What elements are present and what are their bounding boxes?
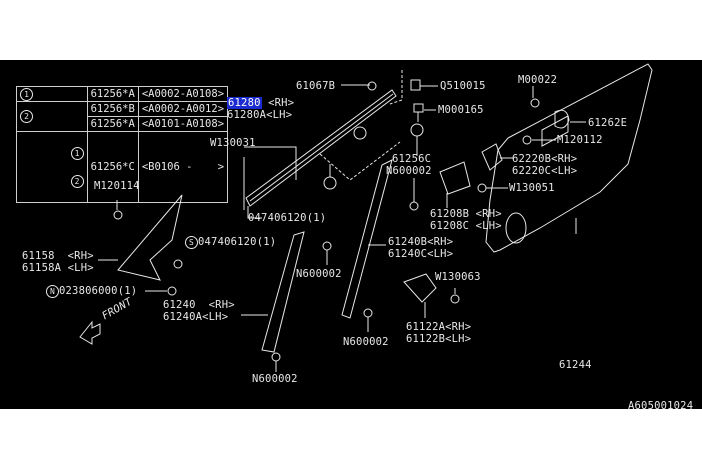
callout-marker: 1 [70,147,84,160]
part-label-61240b[interactable]: 61240B<RH> [388,236,454,248]
range-cell: <B0106 - > [137,131,229,203]
holder-61256c[interactable] [410,123,424,137]
part-label-61262e[interactable]: 61262E [588,117,628,129]
nut-n600002[interactable] [409,201,419,211]
front-arrow-icon [79,320,101,345]
dashed-guide [389,70,403,105]
part-label-n600002[interactable]: N600002 [296,268,342,280]
callout-2 [353,126,367,140]
part-label-61208c[interactable]: 61208C <LH> [430,220,502,232]
nut-n600002[interactable] [322,241,332,251]
part-label-61244[interactable]: 61244 [559,359,592,371]
screw-m00022[interactable] [530,98,540,108]
trim-opening [541,115,569,147]
s-marker: S [185,236,198,249]
part-label-62220c[interactable]: 62220C<LH> [512,165,578,177]
bracket-61158[interactable] [117,194,183,281]
applicability-table: 1 61256*A <A0002-A0108> 2 61256*B <A0002… [16,86,229,203]
part-label-61067b[interactable]: 61067B [296,80,336,92]
bolt-q510015[interactable] [410,79,421,91]
bracket-61208[interactable] [439,161,471,195]
bolt-m000165[interactable] [413,103,424,113]
part-label-61240[interactable]: 61240 <RH> [163,299,235,311]
table-row: 2 61256*B <A0002-A0012> [16,101,229,132]
part-label-n600002[interactable]: N600002 [343,336,389,348]
part-number: 047406120(1) [198,236,277,248]
regulator-61122[interactable] [403,273,437,303]
part-label-61280a[interactable]: 61280A<LH> [227,109,293,121]
table-row: 1 2 61256*C <B0106 - > [16,131,229,203]
part-label-w130031[interactable]: W130031 [210,137,256,149]
part-label-62220b[interactable]: 62220B<RH> [512,153,578,165]
door-trim-61244[interactable] [485,63,653,253]
screw-047406120[interactable] [173,259,183,269]
screw-m120112[interactable] [522,135,532,145]
nut-023806000[interactable] [167,286,177,296]
weatherstrip-61280[interactable] [245,89,397,219]
callout-marker: 2 [70,175,84,188]
part-label-61240c[interactable]: 61240C<LH> [388,248,454,260]
part-label-61122a[interactable]: 61122A<RH> [406,321,472,333]
part-cell[interactable]: 61256*C [86,131,139,203]
part-label-61256c[interactable]: 61256C [392,153,432,165]
part-label-m120114[interactable]: M120114 [94,180,140,192]
speaker-opening [505,212,527,244]
part-label-m000165[interactable]: M000165 [438,104,484,116]
part-label-047406120[interactable]: 047406120(1) [248,212,327,224]
callout-1 [323,176,337,190]
n-marker: N [46,285,59,298]
clip-61067b[interactable] [367,81,377,91]
part-label-m00022[interactable]: M00022 [518,74,558,86]
screw-m120114[interactable] [113,210,123,220]
part-label-61240a[interactable]: 61240A<LH> [163,311,229,323]
marker-cell: 1 2 [16,131,88,203]
part-label-61208b[interactable]: 61208B <RH> [430,208,502,220]
part-label-61158a[interactable]: 61158A <LH> [22,262,94,274]
diagram-linework [79,63,653,372]
washer-w130063[interactable] [450,294,460,304]
parts-diagram-canvas: 1 61256*A <A0002-A0108> 2 61256*B <A0002… [0,60,702,412]
part-label-q510015[interactable]: Q510015 [440,80,486,92]
highlighted-part-number[interactable]: 61280 [227,97,262,109]
part-label-n600002[interactable]: N600002 [252,373,298,385]
glass-run-61240[interactable] [261,231,305,353]
part-label-61122b[interactable]: 61122B<LH> [406,333,472,345]
bracket-62220[interactable] [481,143,503,171]
part-cell[interactable]: 61256*B [86,101,139,117]
part-label-w130051[interactable]: W130051 [509,182,555,194]
part-label-m120112[interactable]: M120112 [557,134,603,146]
glass-run-61240b[interactable] [341,159,393,319]
callout-marker: 1 [20,87,33,101]
nut-n600002[interactable] [271,352,281,362]
part-number: 023806000(1) [59,285,138,297]
nut-n600002[interactable] [363,308,373,318]
range-cell: <A0002-A0012> [137,101,229,117]
part-label-n600002[interactable]: N600002 [386,165,432,177]
part-label-61158[interactable]: 61158 <RH> [22,250,94,262]
washer-w130051[interactable] [477,183,487,193]
callout-marker: 2 [20,110,33,123]
part-label-w130063[interactable]: W130063 [435,271,481,283]
diagram-reference-code: A605001024 [628,400,694,412]
part-label-61280[interactable]: 61280 <RH> [227,97,294,109]
side-label: <RH> [261,97,295,109]
